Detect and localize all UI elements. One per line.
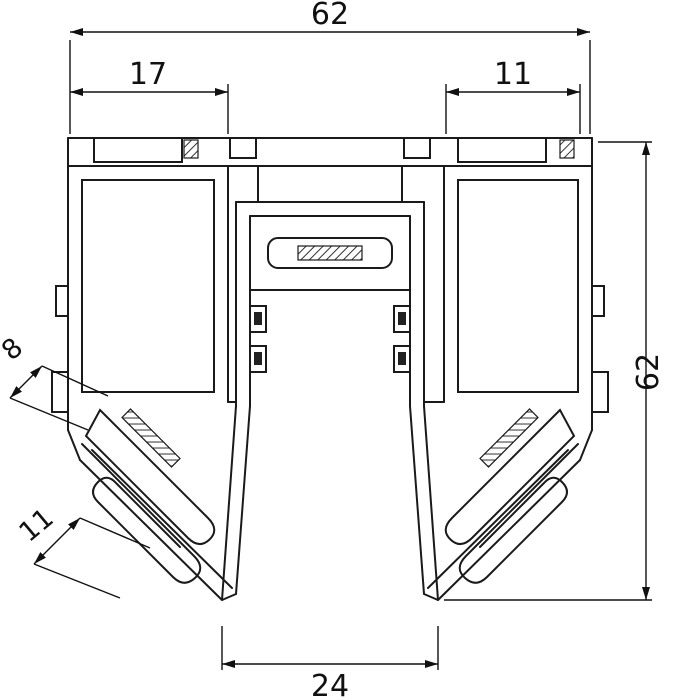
right-top-seal-hatch	[559, 139, 575, 159]
dim-overall-width: 62	[69, 0, 591, 134]
dim-left-pocket: 17	[70, 57, 229, 134]
dim-right-pocket: 11	[445, 57, 581, 134]
ext-line	[33, 563, 121, 599]
left-column-slot	[229, 137, 257, 159]
dim-overall-height: 62	[444, 141, 666, 601]
dim-bottom-opening: 24	[221, 626, 439, 700]
dim-spring-width-label: 11	[13, 503, 59, 549]
dim-line	[9, 365, 43, 399]
right-box-cavity	[457, 179, 579, 393]
dim-overall-width-label: 62	[311, 0, 349, 32]
dim-right-pocket-label: 11	[494, 57, 532, 92]
ext-line	[9, 397, 89, 431]
dim-spring-thickness-label: 8	[0, 332, 29, 367]
right-column-slot	[403, 137, 431, 159]
track-insert-hatch	[297, 245, 363, 261]
profile-body	[51, 137, 609, 601]
dim-overall-height-label: 62	[631, 353, 666, 391]
ext-line	[79, 517, 151, 549]
dim-left-pocket-label: 17	[129, 57, 167, 92]
dim-bottom-opening-label: 24	[311, 669, 349, 700]
center-channel	[235, 201, 425, 291]
right-top-slot	[457, 137, 547, 163]
ext-line	[41, 365, 109, 397]
left-box-cavity	[81, 179, 215, 393]
dim-spring-width: 11	[13, 503, 151, 599]
left-top-seal-hatch	[183, 139, 199, 159]
left-top-slot	[93, 137, 183, 163]
dim-line	[33, 517, 81, 565]
